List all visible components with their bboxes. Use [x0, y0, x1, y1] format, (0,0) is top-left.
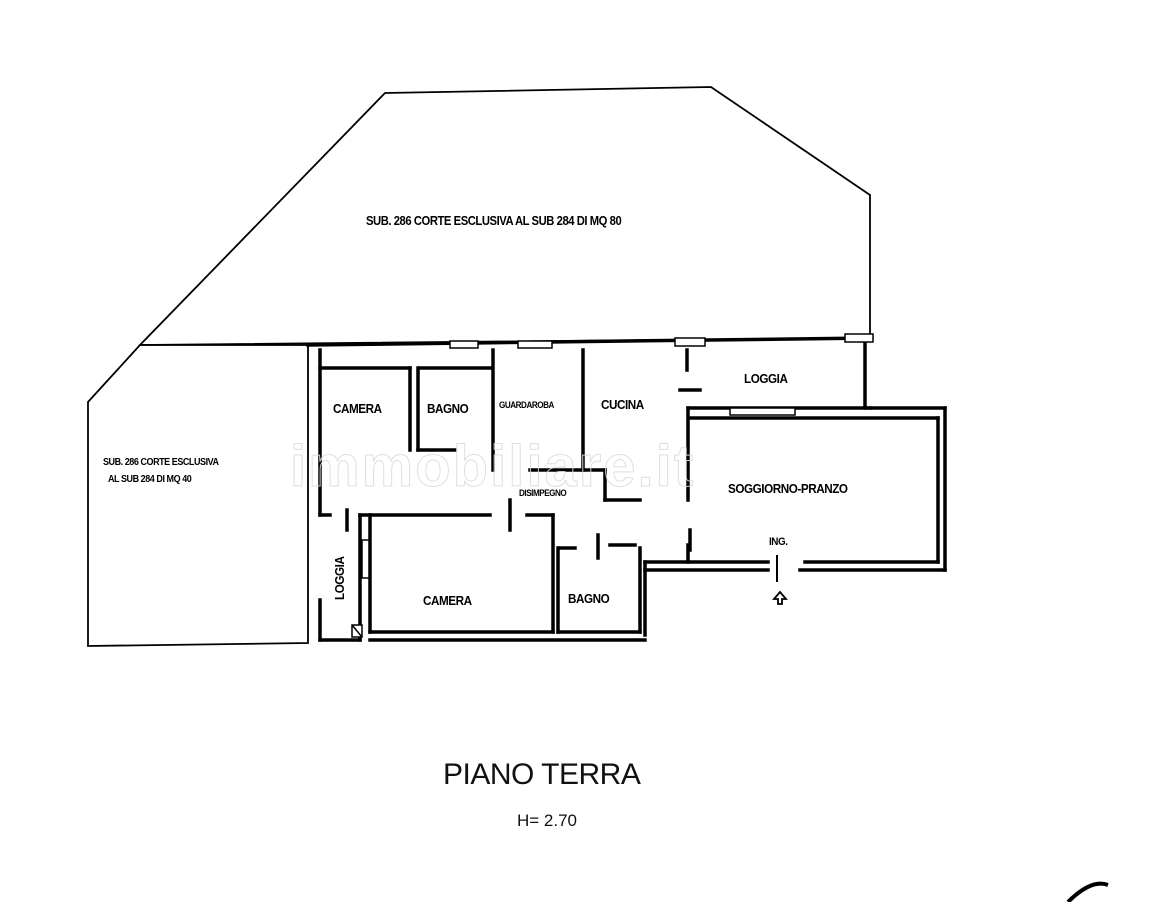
plan-title: PIANO TERRA — [443, 758, 641, 791]
court-left-label-line1: SUB. 286 CORTE ESCLUSIVA — [103, 457, 219, 468]
room-guardaroba: GUARDAROBA — [499, 400, 554, 410]
court-top-outline — [137, 86, 871, 346]
room-disimpegno: DISIMPEGNO — [519, 488, 567, 498]
room-loggia-2: LOGGIA — [332, 556, 347, 600]
room-bagno-1: BAGNO — [427, 401, 469, 416]
apartment-walls — [306, 336, 947, 642]
room-bagno-2: BAGNO — [568, 591, 610, 606]
plan-height-note: H= 2.70 — [517, 811, 578, 830]
court-top-label: SUB. 286 CORTE ESCLUSIVA AL SUB 284 DI M… — [366, 214, 622, 228]
room-camera-1: CAMERA — [333, 401, 382, 416]
room-ingresso: ING. — [769, 536, 788, 548]
room-soggiorno-pranzo: SOGGIORNO-PRANZO — [728, 481, 848, 496]
court-left-outline — [87, 344, 309, 647]
watermark: immobiliare.it — [289, 434, 696, 500]
entrance-arrow-icon — [772, 590, 788, 605]
signature-mark — [1066, 881, 1109, 902]
room-loggia-1: LOGGIA — [744, 371, 788, 386]
court-left-label-line2: AL SUB 284 DI MQ 40 — [108, 474, 192, 485]
room-camera-2: CAMERA — [423, 593, 472, 608]
windows — [361, 333, 874, 579]
room-cucina: CUCINA — [601, 397, 644, 412]
